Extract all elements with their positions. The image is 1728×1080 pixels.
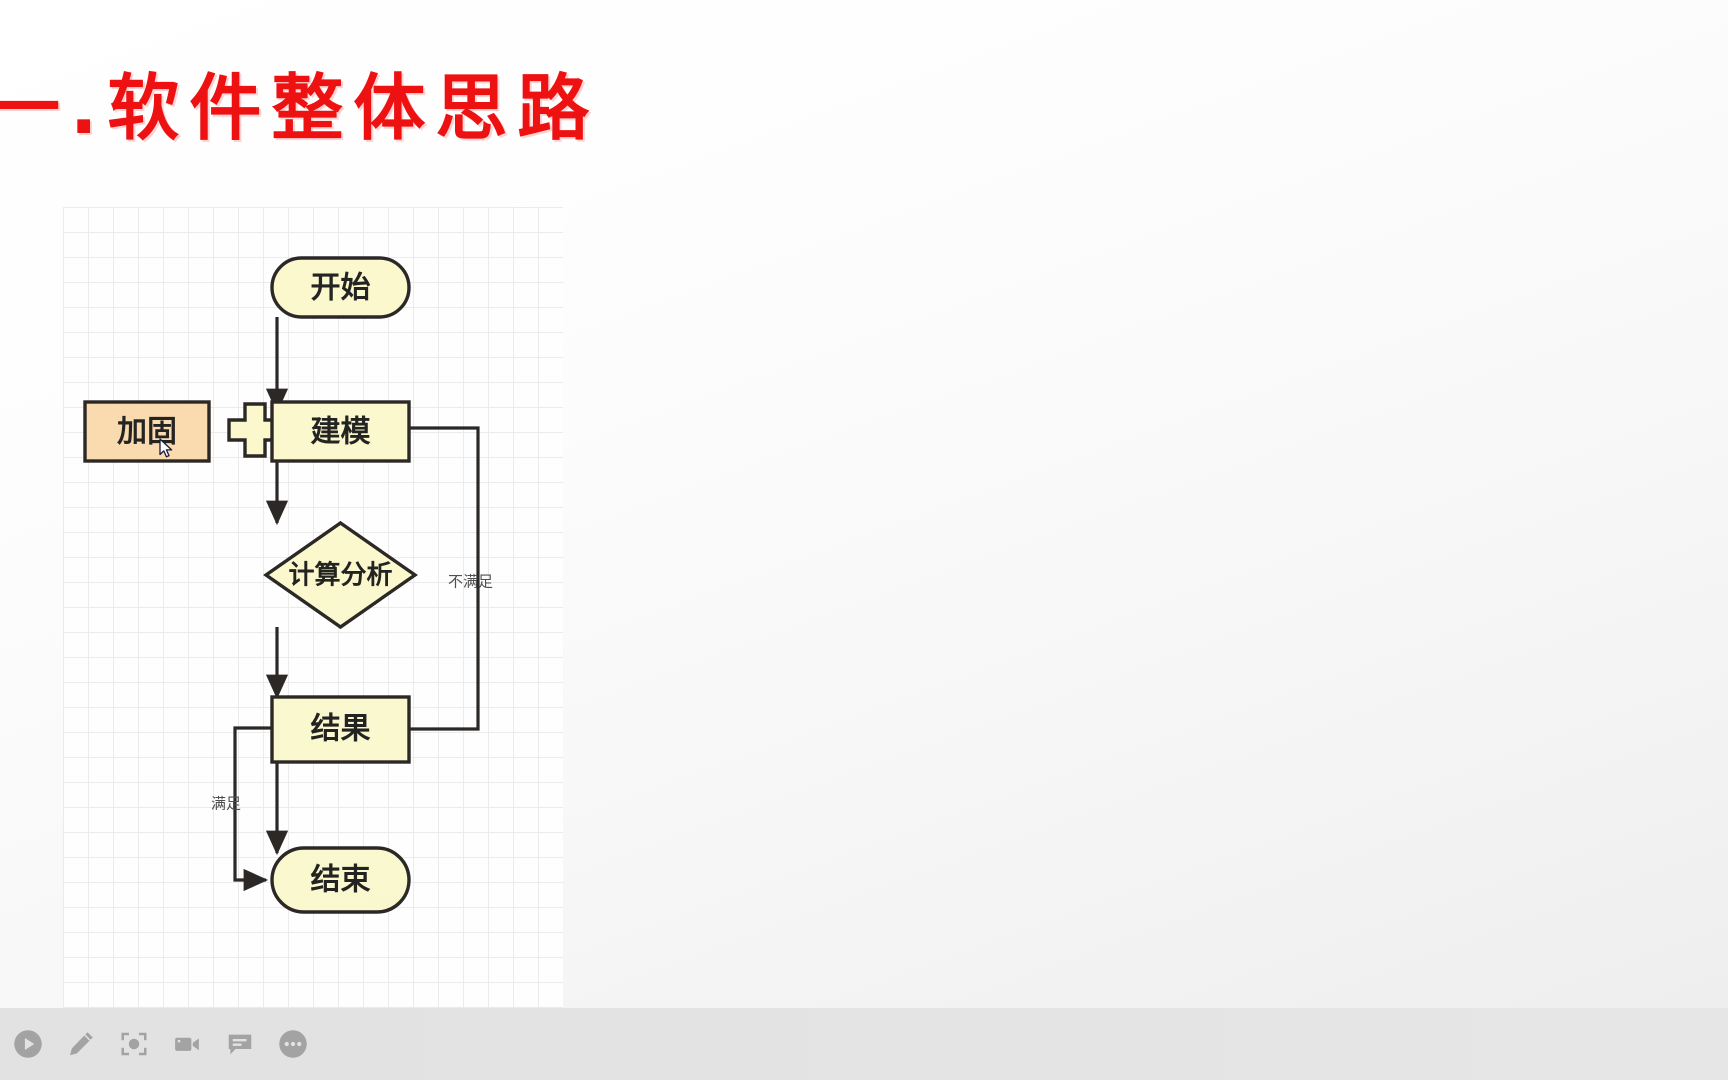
edge-result-to-model-unsatisfied — [344, 416, 480, 731]
node-reinforce[interactable]: 加固 — [83, 400, 211, 463]
node-model-label: 建模 — [311, 415, 371, 450]
node-reinforce-shape — [83, 400, 211, 463]
node-start-shape — [270, 256, 411, 319]
node-result-label: 结果 — [311, 712, 371, 747]
node-model-shape — [270, 400, 411, 463]
node-start-label: 开始 — [311, 271, 371, 306]
node-model[interactable]: 建模 — [270, 400, 411, 463]
more-options-button[interactable] — [267, 1018, 319, 1070]
page-title: 一.软件整体思路 — [0, 66, 600, 150]
screenshot-button[interactable] — [108, 1018, 160, 1070]
node-reinforce-label: 加固 — [117, 415, 177, 450]
flowchart-canvas[interactable]: 不满足 满足 开始 加固 建模 — [63, 207, 563, 1012]
play-button[interactable] — [2, 1018, 54, 1070]
bottom-toolbar — [0, 1008, 1728, 1080]
node-end[interactable]: 结束 — [270, 846, 411, 914]
node-end-shape — [270, 846, 411, 914]
edge-label-unsatisfied: 不满足 — [448, 573, 493, 591]
node-end-label: 结束 — [311, 863, 371, 898]
pen-icon — [66, 1029, 96, 1059]
node-start[interactable]: 开始 — [270, 256, 411, 319]
video-icon — [172, 1029, 202, 1059]
record-video-button[interactable] — [161, 1018, 213, 1070]
screenshot-icon — [119, 1029, 149, 1059]
node-result-shape — [270, 695, 411, 764]
comment-icon — [225, 1029, 255, 1059]
node-result[interactable]: 结果 — [270, 695, 411, 764]
edge-label-satisfied: 满足 — [211, 795, 241, 813]
node-analyze-shape — [263, 520, 418, 630]
edge-result-to-end-satisfied — [233, 726, 273, 892]
more-icon — [278, 1029, 308, 1059]
node-analyze-label: 计算分析 — [288, 560, 392, 591]
node-analyze[interactable]: 计算分析 — [263, 520, 418, 630]
play-icon — [13, 1029, 43, 1059]
comment-button[interactable] — [214, 1018, 266, 1070]
flowchart-svg: 不满足 满足 开始 加固 建模 — [83, 256, 493, 914]
pen-button[interactable] — [55, 1018, 107, 1070]
